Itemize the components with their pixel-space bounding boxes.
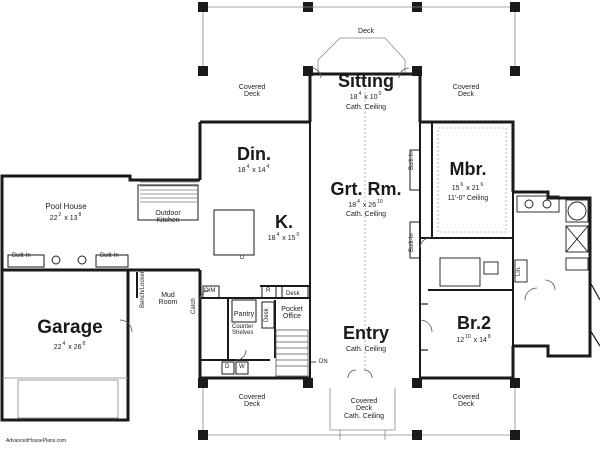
- garage-dims: 224 x 268: [53, 341, 86, 351]
- pool-house-dims: 222 x 138: [49, 212, 82, 222]
- great-room-dims: 184 x 2610: [348, 199, 383, 209]
- dining-dims: 184 x 144: [237, 164, 270, 174]
- sitting-note: Cath. Ceiling: [345, 104, 387, 111]
- dryer-label: D: [225, 364, 230, 370]
- great-room-title: Grt. Rm.: [330, 179, 402, 199]
- deck-outlines: [202, 6, 516, 440]
- ceiling-outline: [364, 80, 507, 372]
- dining-title: Din.: [237, 144, 271, 164]
- bedroom2-dims: 1210 x 148: [456, 334, 491, 344]
- pool-house-title: Pool House: [45, 202, 87, 211]
- washer-label: W: [239, 364, 245, 370]
- outdoor-steps: [140, 181, 198, 203]
- desk-label-1: Desk: [286, 291, 300, 297]
- built-in-label-2: Built-In: [100, 253, 119, 259]
- counter-shelves-label: Counter Shelves: [232, 324, 254, 336]
- built-in-label-1: Built-In: [12, 253, 31, 259]
- om-label: O/M: [204, 288, 216, 294]
- great-room-note: Cath. Ceiling: [345, 211, 387, 218]
- deck-top-label: Deck: [358, 28, 374, 35]
- covered-deck-bottom-label: Covered Deck Cath. Ceiling: [343, 398, 385, 420]
- mud-room-label: Mud Room: [158, 292, 178, 307]
- stairs: [275, 329, 316, 377]
- dishwasher-label: D: [240, 255, 245, 261]
- built-in-mbr-label-1: Built-In: [409, 151, 415, 170]
- built-in-mbr-label-2: Built-In: [409, 233, 415, 252]
- garage-door: [2, 377, 128, 419]
- covered-deck-left-label: Covered Deck: [238, 84, 266, 99]
- down-label: DN: [319, 359, 328, 365]
- catch-label: Catch: [191, 298, 197, 314]
- entry-note: Cath. Ceiling: [345, 346, 387, 353]
- master-note: 11'-0" Ceiling: [447, 195, 489, 202]
- sitting-dims: 184 x 100: [349, 91, 382, 101]
- desk-label-2: Desk: [264, 308, 270, 322]
- master-dims: 156 x 216: [451, 182, 484, 192]
- bench-lockers-label: Bench/Lockers: [140, 268, 146, 308]
- outdoor-kitchen-label: Outdoor Kitchen: [155, 210, 181, 225]
- entry-title: Entry: [342, 323, 390, 343]
- bath-fixtures: [51, 195, 589, 287]
- pantry-label: Pantry: [233, 311, 255, 318]
- sitting-title: Sitting: [338, 71, 394, 91]
- pocket-office-label: Pocket Office: [281, 306, 303, 321]
- covered-deck-right-label: Covered Deck: [452, 84, 480, 99]
- kitchen-title: K.: [275, 212, 293, 232]
- master-title: Mbr.: [449, 159, 487, 179]
- bedroom2-title: Br.2: [456, 313, 492, 333]
- doors: [119, 67, 556, 379]
- linen-label: Lin.: [516, 266, 522, 276]
- garage-title: Garage: [37, 317, 103, 338]
- refrigerator-label: R: [266, 288, 271, 294]
- built-ins: [7, 149, 421, 375]
- covered-deck-bl-label: Covered Deck: [238, 394, 266, 409]
- watermark: AdvancedHousePlans.com: [6, 438, 67, 444]
- covered-deck-br-label: Covered Deck: [452, 394, 480, 409]
- bay-windows: [420, 281, 600, 351]
- kitchen-dims: 184 x 150: [267, 232, 300, 242]
- exterior-walls: [0, 72, 592, 422]
